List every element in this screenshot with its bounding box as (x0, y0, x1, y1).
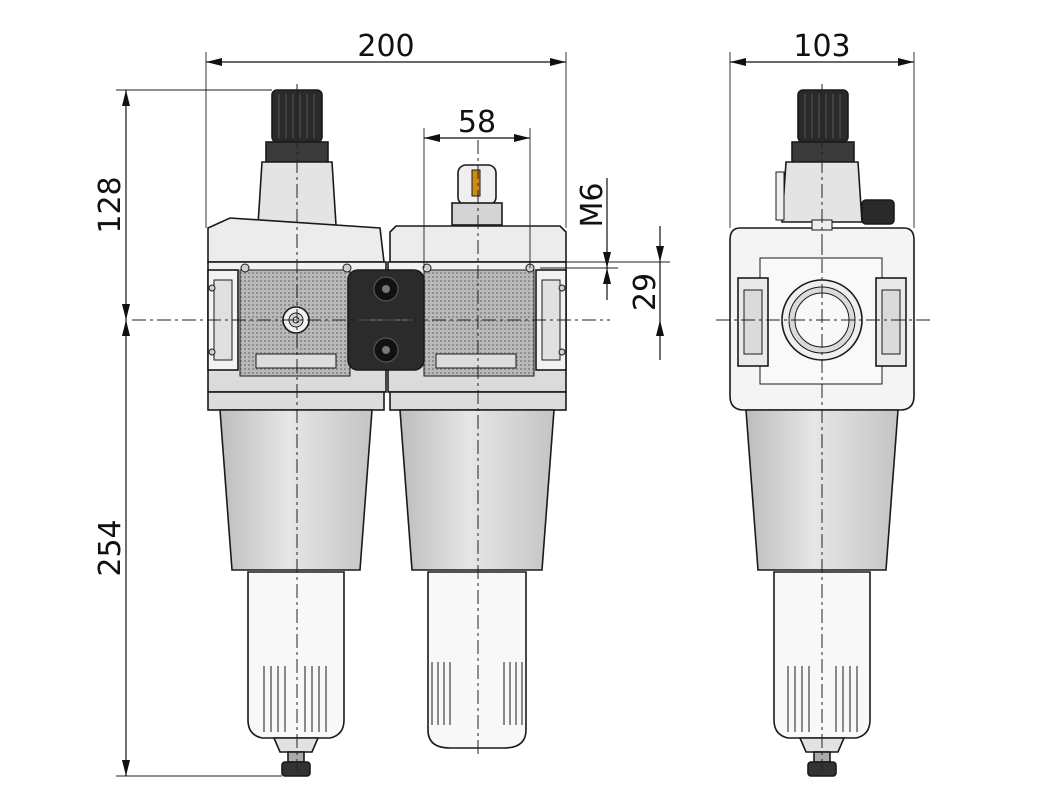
left-bowl-ribs (263, 666, 327, 732)
left-body-top (207, 217, 385, 263)
label-29: 29 (628, 273, 663, 311)
left-metal-bowl (219, 409, 373, 571)
label-58: 58 (458, 105, 496, 140)
side-knob-small (861, 199, 895, 225)
side-view (716, 84, 930, 777)
left-label-plate (255, 353, 337, 369)
label-128: 128 (93, 176, 128, 233)
right-metal-bowl (399, 409, 555, 571)
side-regulator-knob (791, 89, 855, 163)
dimension-lines (116, 52, 915, 777)
side-bracket (775, 171, 785, 221)
dimension-labels: 200 103 58 128 254 M6 29 (93, 29, 851, 577)
label-254: 254 (93, 519, 128, 576)
body-screws (208, 263, 566, 356)
right-bowl-ribs (431, 662, 523, 725)
label-m6: M6 (575, 183, 610, 228)
right-sight-bowl (427, 571, 527, 749)
side-bowl-ribs (787, 666, 858, 732)
left-bowl-collar (207, 391, 385, 411)
regulator-knob (265, 89, 329, 163)
left-sight-bowl (247, 571, 345, 739)
left-drain-valve (272, 737, 320, 777)
front-view (132, 84, 610, 777)
right-label-plate (435, 353, 517, 369)
label-103: 103 (793, 29, 850, 64)
lubricator-sight-dome (451, 164, 503, 226)
label-200: 200 (357, 29, 414, 64)
